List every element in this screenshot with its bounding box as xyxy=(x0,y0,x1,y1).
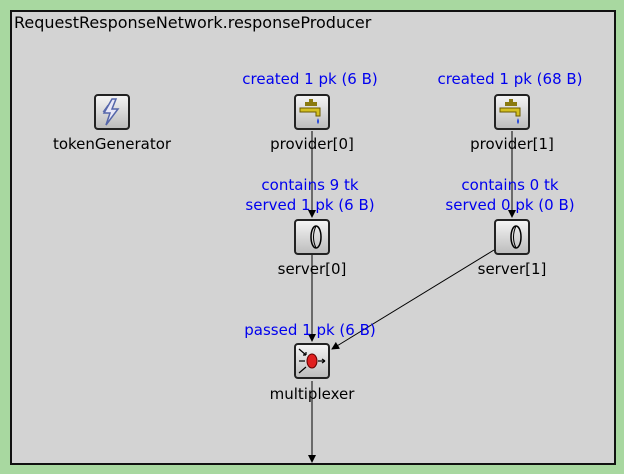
server-queue-icon[interactable] xyxy=(494,219,530,255)
multiplexer-stat: passed 1 pk (6 B) xyxy=(244,321,376,339)
lightning-generator-icon[interactable] xyxy=(94,94,130,130)
provider1-stat: created 1 pk (68 B) xyxy=(437,70,583,88)
server1-label: server[1] xyxy=(477,260,547,278)
server0-stat-served: served 1 pk (6 B) xyxy=(245,196,375,214)
server-queue-icon[interactable] xyxy=(294,219,330,255)
faucet-source-icon[interactable] xyxy=(494,94,530,130)
provider1-label: provider[1] xyxy=(470,135,554,153)
server0-label: server[0] xyxy=(277,260,347,278)
link-server1-multiplexer xyxy=(331,249,495,350)
tokenGenerator-label: tokenGenerator xyxy=(52,135,172,153)
faucet-source-icon[interactable] xyxy=(294,94,330,130)
multiplexer-label: multiplexer xyxy=(269,385,355,403)
server1-stat-served: served 0 pk (0 B) xyxy=(445,196,575,214)
server0-stat-contains: contains 9 tk xyxy=(261,176,359,194)
provider0-stat: created 1 pk (6 B) xyxy=(242,70,378,88)
multiplexer-icon[interactable] xyxy=(294,343,330,379)
server1-stat-contains: contains 0 tk xyxy=(461,176,559,194)
provider0-label: provider[0] xyxy=(270,135,354,153)
module-title: RequestResponseNetwork.responseProducer xyxy=(14,13,372,32)
